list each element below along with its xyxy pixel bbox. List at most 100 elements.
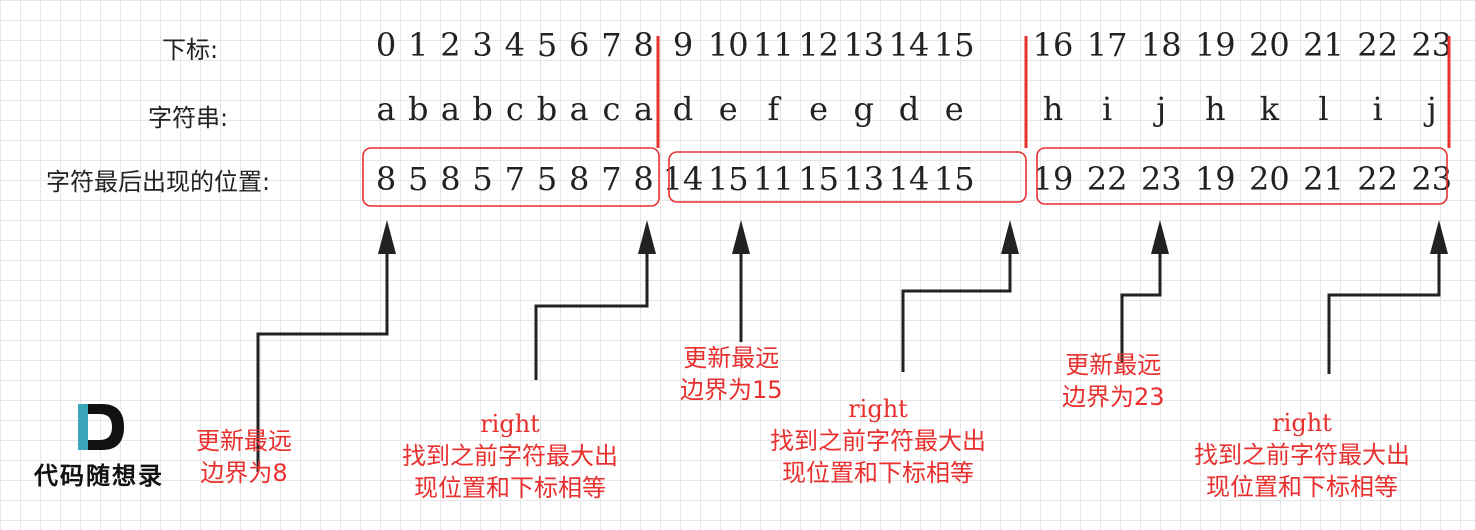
last-position-cell: 14 bbox=[889, 160, 930, 198]
char-cell: e bbox=[945, 90, 964, 128]
index-cell: 4 bbox=[505, 26, 525, 64]
char-cell: e bbox=[809, 90, 828, 128]
last-position-cell: 13 bbox=[843, 160, 884, 198]
index-cell: 1 bbox=[408, 26, 428, 64]
note-right-3: right 找到之前字符最大出 现位置和下标相等 bbox=[1194, 409, 1410, 501]
pointer-arrow-line bbox=[256, 240, 389, 472]
logo-d-icon bbox=[78, 404, 124, 450]
last-position-cell: 5 bbox=[537, 160, 557, 198]
last-position-cell: 8 bbox=[633, 160, 653, 198]
last-position-cell: 21 bbox=[1303, 160, 1344, 198]
char-cell: b bbox=[472, 90, 492, 128]
index-cell: 11 bbox=[753, 26, 794, 64]
note-update-boundary-23: 更新最远 边界为23 bbox=[1062, 351, 1165, 411]
char-cell: a bbox=[441, 90, 460, 128]
arrowhead-icon bbox=[1001, 220, 1019, 254]
last-position-cell: 5 bbox=[408, 160, 428, 198]
note-update-boundary-15: 更新最远 边界为15 bbox=[680, 344, 783, 404]
index-cell: 6 bbox=[569, 26, 589, 64]
char-cell: i bbox=[1372, 90, 1382, 128]
index-cell: 2 bbox=[440, 26, 460, 64]
last-position-cell: 15 bbox=[934, 160, 975, 198]
index-cell: 21 bbox=[1303, 26, 1344, 64]
index-cell: 9 bbox=[673, 26, 693, 64]
last-position-cell: 23 bbox=[1411, 160, 1452, 198]
char-cell: c bbox=[602, 90, 620, 128]
char-cell: c bbox=[506, 90, 524, 128]
last-position-cell: 19 bbox=[1195, 160, 1236, 198]
index-cell: 19 bbox=[1195, 26, 1236, 64]
index-cell: 12 bbox=[798, 26, 839, 64]
pointer-arrows bbox=[256, 220, 1448, 472]
arrowhead-icon bbox=[638, 220, 656, 254]
segment-boxes bbox=[362, 147, 1448, 207]
index-cell: 23 bbox=[1411, 26, 1452, 64]
segment-box bbox=[362, 147, 660, 207]
char-cell: h bbox=[1205, 90, 1226, 128]
arrowhead-icon bbox=[1151, 220, 1169, 254]
arrowhead-icon bbox=[378, 220, 396, 254]
index-cell: 18 bbox=[1141, 26, 1182, 64]
char-cell: f bbox=[767, 90, 781, 128]
index-cell: 0 bbox=[376, 26, 396, 64]
index-row-label: 下标: bbox=[162, 36, 219, 64]
index-cell: 17 bbox=[1087, 26, 1128, 64]
last-position-cell: 19 bbox=[1033, 160, 1074, 198]
pointer-arrow-line bbox=[1120, 240, 1162, 362]
last-position-cell: 7 bbox=[505, 160, 525, 198]
char-cell: d bbox=[673, 90, 693, 128]
char-cell: a bbox=[570, 90, 589, 128]
note-right-1: right 找到之前字符最大出 现位置和下标相等 bbox=[402, 410, 618, 502]
arrowhead-icon bbox=[1430, 220, 1448, 254]
arrowhead-icon bbox=[732, 220, 750, 254]
index-cell: 22 bbox=[1357, 26, 1398, 64]
last-position-cell: 15 bbox=[798, 160, 839, 198]
index-cell: 7 bbox=[601, 26, 621, 64]
last-position-cell: 22 bbox=[1087, 160, 1128, 198]
char-cell: j bbox=[1423, 90, 1437, 128]
char-cell: b bbox=[408, 90, 428, 128]
char-cell: a bbox=[376, 90, 395, 128]
last-position-row-label: 字符最后出现的位置: bbox=[46, 168, 271, 196]
segment-box bbox=[668, 151, 1027, 203]
index-cell: 13 bbox=[843, 26, 884, 64]
last-position-cell: 8 bbox=[440, 160, 460, 198]
char-cell: l bbox=[1318, 90, 1328, 128]
partition-lines bbox=[656, 36, 1451, 148]
char-cell: e bbox=[719, 90, 738, 128]
last-position-cell: 7 bbox=[601, 160, 621, 198]
string-row-label: 字符串: bbox=[148, 104, 229, 132]
last-position-cell: 23 bbox=[1141, 160, 1182, 198]
last-position-cell: 5 bbox=[472, 160, 492, 198]
pointer-arrow-line bbox=[901, 240, 1012, 372]
index-cell: 15 bbox=[934, 26, 975, 64]
last-position-cell: 8 bbox=[376, 160, 396, 198]
index-cell: 3 bbox=[472, 26, 492, 64]
char-cell: a bbox=[634, 90, 653, 128]
note-update-boundary-8: 更新最远 边界为8 bbox=[196, 427, 292, 487]
index-cell: 16 bbox=[1033, 26, 1074, 64]
last-position-cell: 15 bbox=[708, 160, 749, 198]
char-cell: i bbox=[1102, 90, 1112, 128]
pointer-arrow-line bbox=[1327, 240, 1441, 374]
char-cell: h bbox=[1043, 90, 1064, 128]
index-cell: 10 bbox=[708, 26, 749, 64]
char-cell: j bbox=[1152, 90, 1166, 128]
char-cell: k bbox=[1260, 90, 1280, 128]
note-right-2: right 找到之前字符最大出 现位置和下标相等 bbox=[770, 395, 986, 487]
segment-box bbox=[1036, 147, 1448, 205]
brand-logo: 代码随想录 bbox=[14, 400, 184, 495]
last-position-cell: 11 bbox=[753, 160, 794, 198]
index-cell: 8 bbox=[633, 26, 653, 64]
last-position-cell: 8 bbox=[569, 160, 589, 198]
char-cell: g bbox=[854, 90, 874, 128]
pointer-arrow-line bbox=[534, 240, 649, 380]
index-cell: 20 bbox=[1249, 26, 1290, 64]
char-cell: b bbox=[537, 90, 557, 128]
index-cell: 5 bbox=[537, 26, 557, 64]
